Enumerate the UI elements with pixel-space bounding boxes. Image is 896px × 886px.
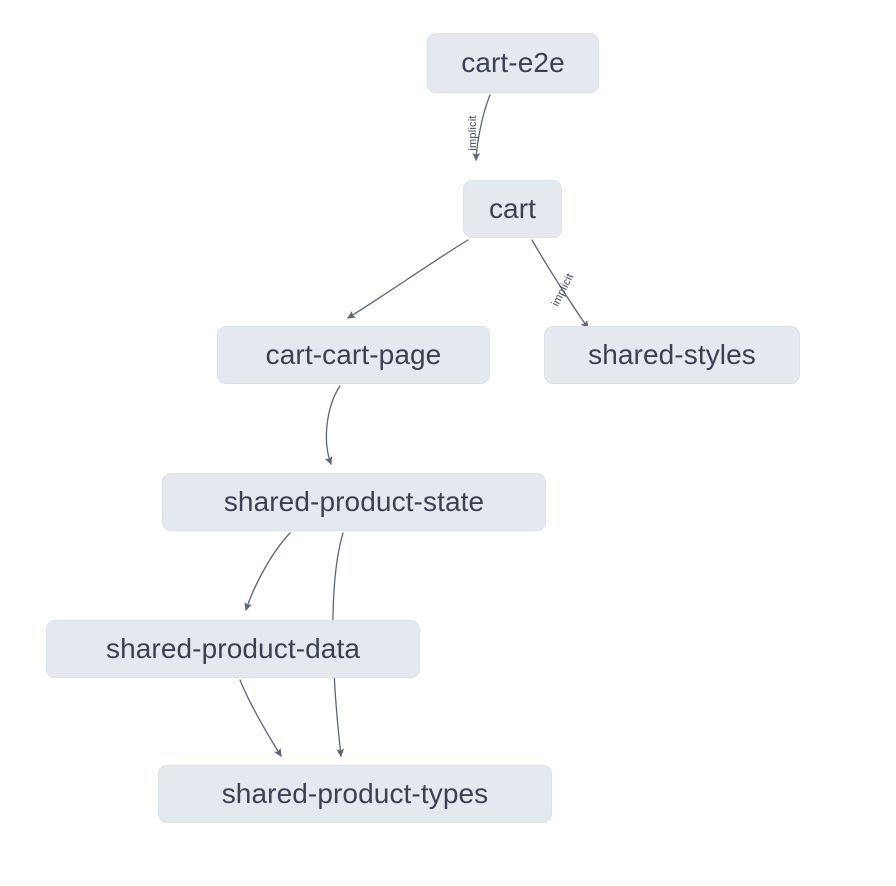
graph-edge (472, 94, 491, 162)
graph-edge (332, 532, 345, 758)
graph-node-label: shared-product-state (223, 486, 485, 517)
graph-node-label: cart-e2e (461, 47, 565, 78)
graph-node-label: shared-styles (588, 339, 756, 370)
graph-node-label: cart (488, 193, 537, 224)
graph-node-shared-product-state[interactable]: shared-product-state (162, 473, 546, 531)
graph-edge (531, 239, 589, 329)
graph-edge (239, 679, 282, 758)
edge-paths (239, 94, 589, 758)
graph-node-cart-cart-page[interactable]: cart-cart-page (217, 326, 490, 384)
graph-edge (244, 532, 291, 612)
graph-node-label: shared-product-types (221, 778, 489, 809)
graph-node-shared-product-types[interactable]: shared-product-types (158, 765, 552, 823)
edge-label-implicit: implicit (467, 115, 479, 151)
graph-node-label: shared-product-data (105, 633, 361, 664)
graph-node-shared-styles[interactable]: shared-styles (544, 326, 800, 384)
graph-node-cart-e2e[interactable]: cart-e2e (427, 33, 599, 93)
graph-node-cart[interactable]: cart (463, 180, 562, 238)
graph-node-shared-product-data[interactable]: shared-product-data (46, 620, 420, 678)
graph-node-label: cart-cart-page (265, 339, 442, 370)
graph-edge (324, 385, 341, 466)
graph-edge (346, 239, 469, 319)
